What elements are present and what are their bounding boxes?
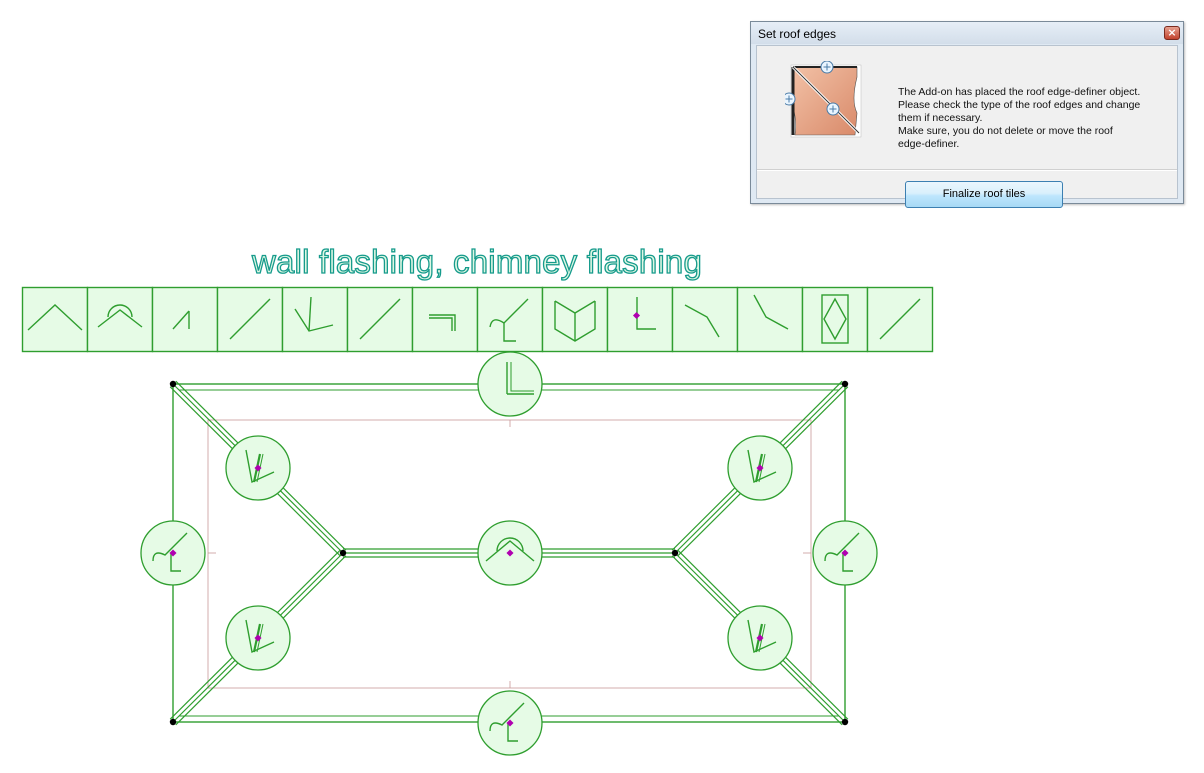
ridge-edge-marker[interactable] bbox=[477, 520, 543, 586]
message-line: Please check the type of the roof edges … bbox=[898, 99, 1141, 111]
hip-top-right-marker[interactable] bbox=[727, 435, 793, 501]
edge-type-button[interactable] bbox=[411, 286, 479, 353]
hip-edge-icon bbox=[747, 619, 777, 654]
close-button[interactable]: × bbox=[1164, 26, 1180, 40]
bottom-edge-marker[interactable] bbox=[477, 690, 543, 756]
gable-edge-icon bbox=[429, 314, 456, 331]
eaves-edge-icon bbox=[152, 532, 188, 572]
eaves-edge-icon bbox=[489, 702, 525, 742]
vertex-point[interactable] bbox=[169, 718, 177, 726]
message-line: Make sure, you do not delete or move the… bbox=[898, 125, 1113, 137]
roof-edge-definer-illustration bbox=[785, 61, 862, 138]
handle-icon bbox=[820, 61, 834, 74]
edge-type-button[interactable] bbox=[151, 286, 219, 353]
left-edge-marker[interactable] bbox=[140, 520, 206, 586]
mono-ridge-edge-icon bbox=[172, 310, 190, 330]
vertex-point[interactable] bbox=[169, 380, 177, 388]
hip-bottom-right-marker[interactable] bbox=[727, 605, 793, 671]
close-icon: × bbox=[1167, 26, 1177, 39]
hip-edge-icon bbox=[747, 449, 777, 484]
roof-break-edge-icon bbox=[684, 304, 720, 338]
vertex-point[interactable] bbox=[841, 380, 849, 388]
dialog-body: The Add-on has placed the roof edge-defi… bbox=[756, 45, 1178, 208]
vertex-point[interactable] bbox=[339, 549, 347, 557]
right-edge-marker[interactable] bbox=[812, 520, 878, 586]
round-ridge-edge-icon bbox=[97, 304, 143, 328]
message-line: them if necessary. bbox=[898, 112, 983, 124]
edge-type-toolbar bbox=[21, 286, 934, 353]
vertex-point[interactable] bbox=[841, 718, 849, 726]
eaves-edge-icon bbox=[824, 532, 860, 572]
handle-icon bbox=[785, 92, 796, 106]
message-line: The Add-on has placed the roof edge-defi… bbox=[898, 86, 1141, 98]
toolbar-title: wall flashing, chimney flashing bbox=[251, 242, 703, 280]
valley-edge-icon bbox=[554, 300, 596, 342]
ridge-edge-icon bbox=[27, 304, 83, 331]
hip-bottom-left-marker[interactable] bbox=[225, 605, 291, 671]
edge-type-button[interactable] bbox=[281, 286, 349, 353]
finalize-roof-tiles-button[interactable]: Finalize roof tiles bbox=[905, 181, 1063, 208]
dialog-separator bbox=[757, 169, 1177, 171]
no-edge-icon bbox=[879, 298, 921, 340]
edge-type-button[interactable] bbox=[541, 286, 609, 353]
handle-icon bbox=[826, 102, 840, 116]
edge-type-button[interactable] bbox=[346, 286, 414, 353]
message-line: edge-definer. bbox=[898, 138, 960, 150]
round-mono-ridge-edge-icon bbox=[229, 298, 271, 340]
soft-roof-break-edge-icon bbox=[753, 294, 789, 330]
hip-top-left-marker[interactable] bbox=[225, 435, 291, 501]
wall-edge-icon bbox=[506, 362, 534, 395]
double-hip-edge-icon bbox=[359, 298, 401, 340]
hip-edge-icon bbox=[294, 296, 334, 332]
roof-plan bbox=[140, 351, 878, 756]
edge-type-button[interactable] bbox=[476, 286, 544, 353]
edge-type-button[interactable] bbox=[671, 286, 739, 353]
set-roof-edges-dialog: Set roof edges × bbox=[750, 21, 1184, 208]
wall-flashing-edge-icon bbox=[632, 297, 656, 330]
eaves-edge-icon bbox=[489, 298, 529, 342]
hip-edge-icon bbox=[245, 619, 275, 654]
edge-type-button[interactable] bbox=[86, 286, 154, 353]
dialog-title: Set roof edges bbox=[758, 27, 837, 41]
edge-type-button[interactable] bbox=[866, 286, 934, 353]
edge-type-button[interactable] bbox=[216, 286, 284, 353]
top-edge-marker[interactable] bbox=[477, 351, 543, 417]
dialog-titlebar[interactable]: Set roof edges × bbox=[751, 22, 1183, 44]
edge-type-button[interactable] bbox=[801, 286, 869, 353]
dialog-message: The Add-on has placed the roof edge-defi… bbox=[898, 86, 1168, 151]
wall-contour bbox=[207, 419, 812, 689]
edge-type-button[interactable] bbox=[21, 286, 89, 353]
edge-type-button[interactable] bbox=[736, 286, 804, 353]
ridge-edge-icon bbox=[485, 537, 535, 562]
chimney-flashing-icon bbox=[821, 294, 849, 344]
edge-type-button[interactable] bbox=[606, 286, 674, 353]
hip-edge-icon bbox=[245, 449, 275, 484]
vertex-point[interactable] bbox=[671, 549, 679, 557]
